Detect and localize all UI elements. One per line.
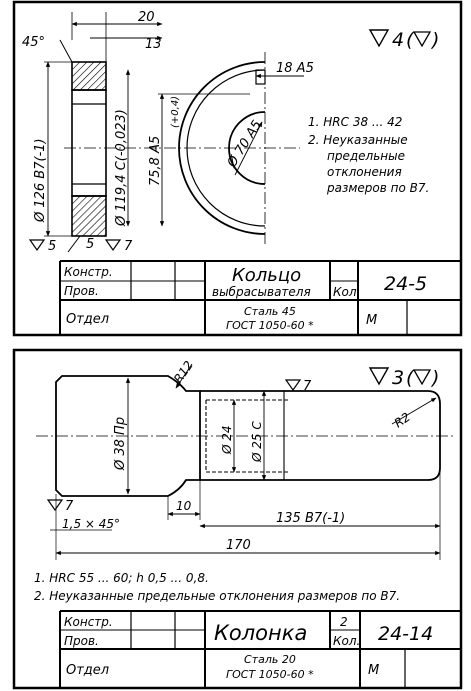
note-1-line-2: 2. Неуказанные [308,133,408,147]
roughness-paren-right-2: ) [430,367,439,389]
drawing-1-frame [12,0,463,337]
roughness-mark-c-icon [104,239,122,252]
tb1-qty-label: Кол [333,285,357,299]
dim-length-135: 135 B7(-1) [276,511,345,526]
dim-75-tolerance: (+0,4) [170,96,181,128]
general-roughness-symbol: 4 ( ) [368,29,439,51]
note-1-line-4: отклонения [327,165,402,179]
note-2-line-1: 1. HRC 55 ... 60; h 0,5 ... 0,8. [34,571,209,585]
roughness-paren-icon-1 [412,31,432,48]
roughness-top-icon [284,379,302,392]
roughness-paren-icon-2 [412,369,432,386]
roughness-bottom: 7 [65,499,74,514]
tb2-material-std: ГОСТ 1050-60 * [226,668,314,681]
drawing-2-frame [12,348,463,690]
roughness-top: 7 [303,379,312,394]
roughness-paren-right-1: ) [430,29,439,51]
tb2-qty-label: Кол. [333,634,360,648]
title-block-1 [59,260,461,335]
dim-diameter-outer: Ø 126 B7(-1) [33,138,48,223]
tb2-row-check: Пров. [64,634,99,648]
dim-width-partial: 13 [145,37,162,52]
ring-section-view [59,39,300,237]
tb1-material: Сталь 45 [244,305,296,318]
tb1-drawing-code: 24-5 [384,273,427,295]
tb2-row-constr: Констр. [64,615,113,629]
general-roughness-symbol-2: 3 ( ) [368,367,439,389]
drawing-2: 3 ( ) R12 7 Ø 38 Пр Ø 24 [12,348,463,690]
tb2-row-dept: Отдел [66,663,109,678]
tb1-row-dept: Отдел [66,312,109,327]
general-roughness-value: 4 [392,29,404,51]
tb2-drawing-code: 24-14 [378,623,433,645]
tb2-qty-value: 2 [340,615,348,629]
tb1-part-name-2: выбрасывателя [212,285,311,299]
tb2-scale-label: М [368,663,379,678]
tb1-scale-label: М [366,313,377,328]
dim-diameter-25: Ø 25 C [250,421,264,463]
general-roughness-value-2: 3 [392,367,404,389]
dim-chamfer-angle: 45° [22,35,45,50]
dim-diameter-hub: Ø 119,4 C(-0,023) [114,109,129,227]
dim-length-10: 10 [176,499,192,513]
dim-fillet-radius: R12 [171,358,196,385]
shaft-view [36,375,455,497]
note-2-line-2: 2. Неуказанные предельные отклонения раз… [34,589,400,603]
roughness-mark-a: 5 [48,239,56,254]
dim-diameter-inner: Ø 70 A5 [224,118,265,171]
tb1-row-constr: Констр. [64,265,113,279]
dim-chamfer: 1,5 × 45° [62,517,120,531]
dim-end-radius: R2 [392,410,413,431]
ring-front-view [178,52,266,245]
roughness-mark-c: 7 [124,239,133,254]
tb1-material-std: ГОСТ 1050-60 * [226,319,314,332]
roughness-mark-b: 5 [86,237,94,252]
dim-length-170: 170 [226,538,251,553]
tb1-row-check: Пров. [64,284,99,298]
title-block-2 [59,610,461,688]
roughness-paren-left-1: ( [406,29,415,51]
tb2-part-name: Колонка [214,621,307,645]
dim-width-overall: 20 [138,10,155,25]
drawing-1: 4 ( ) 20 13 45° [12,0,463,337]
roughness-bottom-icon [46,499,64,512]
roughness-mark-a-icon [28,239,46,252]
note-1-line-5: размеров по B7. [326,181,429,195]
dim-75: 75,8 A5 [148,136,163,186]
tb2-material: Сталь 20 [244,653,296,666]
roughness-paren-left-2: ( [406,367,415,389]
note-1-line-1: 1. HRC 38 ... 42 [308,115,402,129]
note-1-line-3: предельные [327,149,405,163]
dim-slot-width: 18 A5 [276,61,314,76]
tb1-part-name: Кольцо [232,265,301,286]
dim-diameter-24: Ø 24 [220,425,234,455]
dim-diameter-38: Ø 38 Пр [113,417,128,471]
